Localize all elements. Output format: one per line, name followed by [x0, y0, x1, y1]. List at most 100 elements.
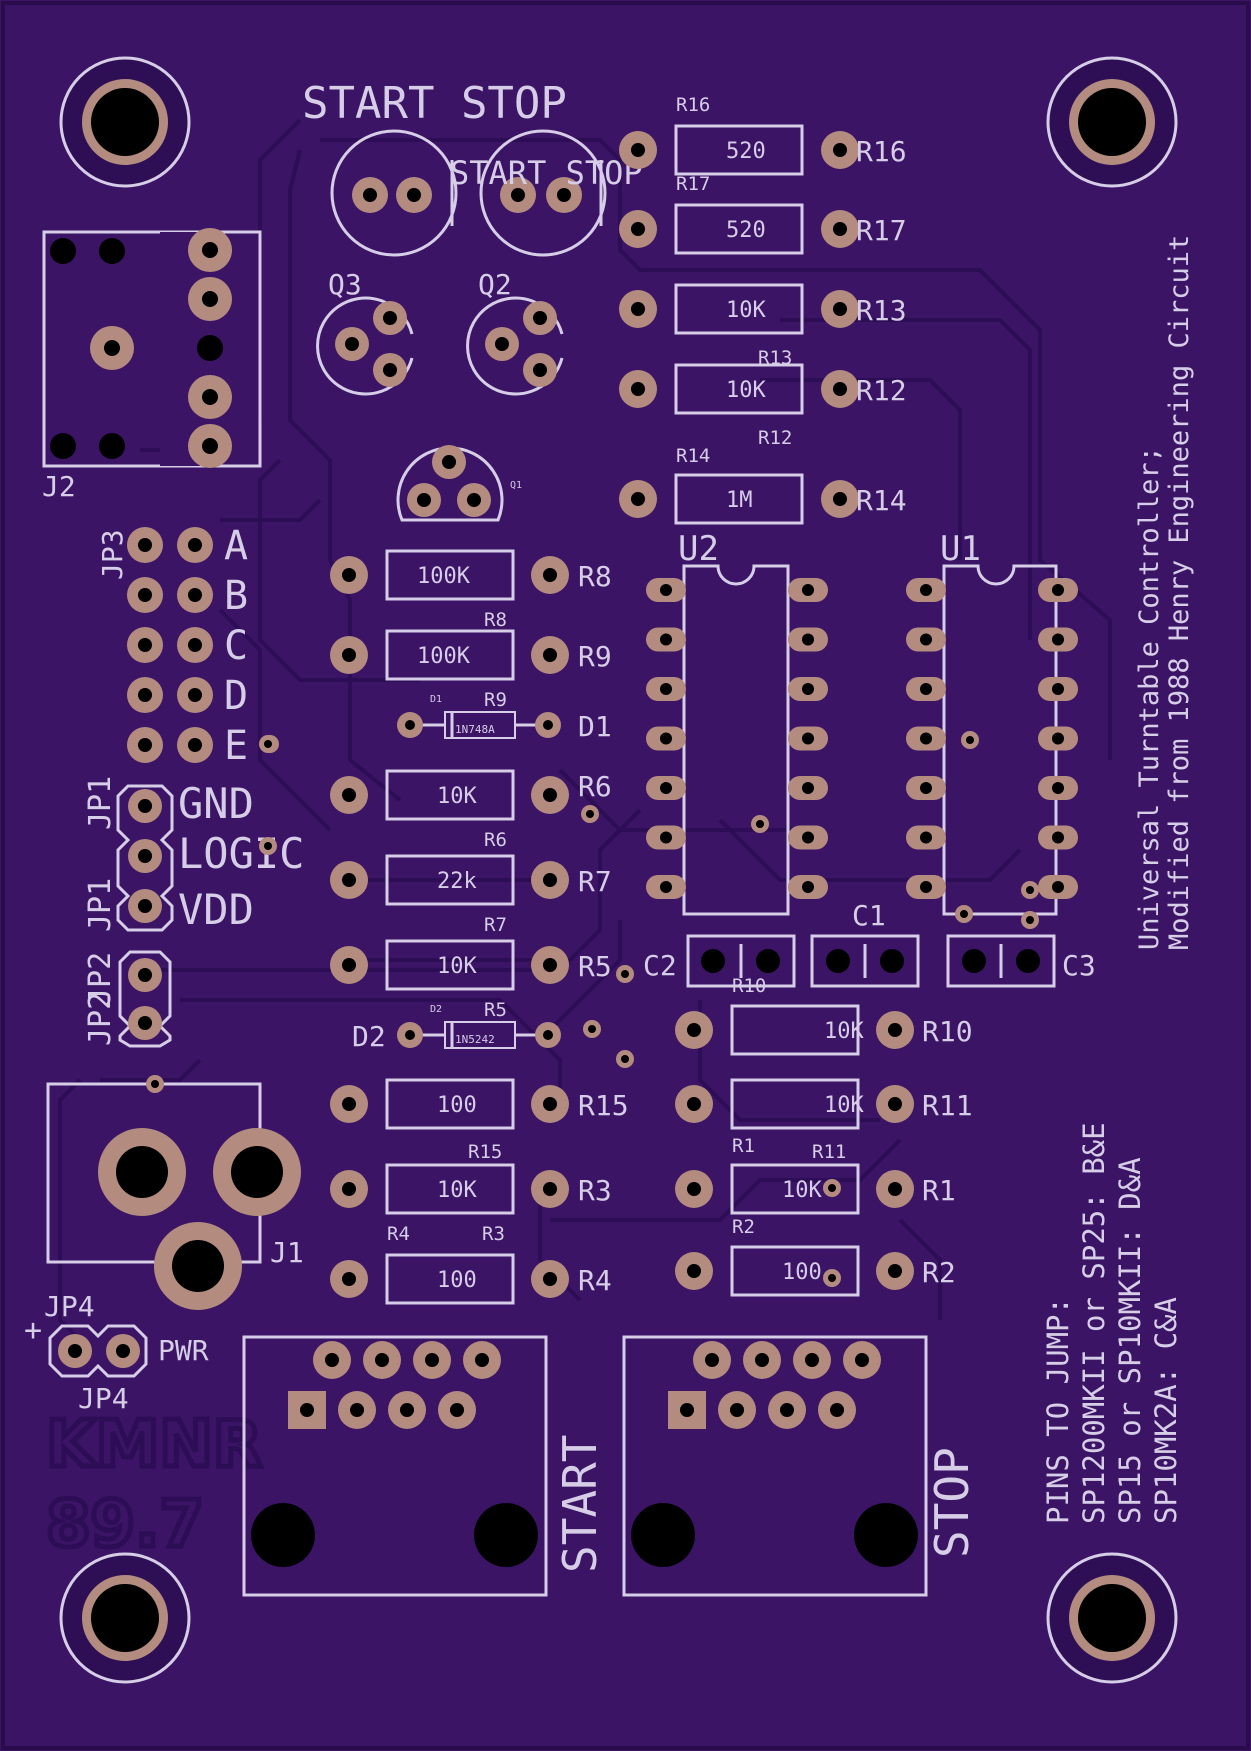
capacitor-c2: C2 — [643, 934, 796, 988]
connector-j2: J2 — [42, 228, 262, 503]
resistor-value: 10K — [824, 1019, 864, 1044]
capacitor-c1: C1 — [810, 899, 920, 988]
jumper-jp1: JP1 JP1 GND LOGIC VDD — [83, 776, 304, 934]
resistor-ref-label: R14 — [856, 484, 907, 517]
resistor-ref-label: R12 — [856, 374, 907, 407]
jp3-label: JP3 — [96, 529, 129, 580]
d1-value: 1N748A — [455, 723, 495, 736]
resistor-ref-label: R15 — [578, 1089, 629, 1122]
d2-label: D2 — [352, 1020, 386, 1053]
vias — [259, 731, 1039, 1287]
c1-label: C1 — [852, 899, 886, 932]
resistor-ref-label: R10 — [922, 1015, 973, 1048]
transistor-q2: Q2 — [466, 268, 564, 396]
resistor-value: 520 — [726, 139, 766, 164]
resistor-silk-ref: R8 — [484, 609, 507, 631]
resistor-silk-ref: R7 — [484, 914, 507, 936]
q2-label: Q2 — [478, 268, 512, 301]
resistor-value: 10K — [782, 1178, 822, 1203]
resistor-value: 22k — [437, 869, 477, 894]
logo-frequency: 89.7 — [46, 1488, 204, 1562]
jp3-pin-a: A — [224, 523, 248, 569]
q1-label: Q1 — [510, 480, 522, 491]
jp4-label-lower: JP4 — [78, 1382, 129, 1415]
capacitor-c3: C3 — [946, 934, 1096, 988]
jump-line-1: PINS TO JUMP: — [1041, 1297, 1075, 1524]
logo-kmnr: KMNR — [46, 1408, 262, 1482]
pwr-label: PWR — [158, 1334, 209, 1367]
resistor-ref-label: R7 — [578, 865, 612, 898]
transistor-q1: Q1 — [396, 445, 522, 522]
resistor-silk-ref: R5 — [484, 999, 507, 1021]
connector-j1: J1 — [46, 1075, 304, 1310]
resistor-ref-label: R16 — [856, 135, 907, 168]
jumper-jp2: JP2 JP2 — [83, 950, 172, 1048]
resistor-silk-ref: R2 — [732, 1216, 755, 1238]
title-line-1: Universal Turntable Controller; — [1134, 446, 1165, 950]
resistor-value: 100 — [437, 1093, 477, 1118]
resistor-ref-label: R17 — [856, 214, 907, 247]
resistor-silk-ref: R14 — [676, 445, 710, 467]
j2-label: J2 — [42, 470, 76, 503]
jp1-pin-vdd: VDD — [178, 885, 254, 934]
rj-connector-start: START — [242, 1335, 607, 1597]
c2-label: C2 — [643, 949, 677, 982]
resistor-value: 520 — [726, 218, 766, 243]
u2-label: U2 — [678, 529, 719, 569]
resistor-ref-label: R11 — [922, 1089, 973, 1122]
start-stop-label: START STOP — [302, 78, 567, 129]
jp1-label-lower: JP1 — [83, 878, 118, 932]
resistor-value: 10K — [824, 1093, 864, 1118]
led-stop — [479, 129, 607, 257]
jump-line-4: SP10MK2A: C&A — [1149, 1297, 1183, 1524]
resistor-silk-ref: R11 — [812, 1141, 846, 1163]
resistor-ref-label: R3 — [578, 1174, 612, 1207]
resistor-silk-ref: R9 — [484, 689, 507, 711]
resistor-silk-ref: R17 — [676, 173, 710, 195]
jump-instructions: PINS TO JUMP: SP1200MKII or SP25: B&E SP… — [1041, 1122, 1183, 1524]
ic-pin-pads — [646, 578, 1078, 899]
resistor-value: 100K — [417, 644, 471, 669]
jp1-pin-gnd: GND — [178, 779, 254, 828]
diode-d2: D2 1N5242 D2 — [352, 1004, 561, 1053]
resistor-value: 1M — [726, 488, 753, 513]
jp2-label: JP2 — [83, 952, 118, 1006]
board-title: Universal Turntable Controller; Modified… — [1134, 235, 1195, 950]
d2-silk-ref: D2 — [430, 1004, 442, 1015]
jp4-plus: + — [24, 1313, 42, 1348]
jump-line-2: SP1200MKII or SP25: B&E — [1077, 1122, 1111, 1524]
jp3-pin-e: E — [224, 723, 248, 769]
resistor-ref-label: R2 — [922, 1256, 956, 1289]
resistor-ref-label: R1 — [922, 1174, 956, 1207]
stop-connector-label: STOP — [925, 1447, 979, 1558]
rj-connector-stop: STOP — [622, 1335, 979, 1597]
resistor-silk-ref: R3 — [482, 1223, 505, 1245]
resistor-ref-label: R4 — [578, 1264, 612, 1297]
c3-label: C3 — [1062, 949, 1096, 982]
d1-silk-ref: D1 — [430, 694, 442, 705]
copper-traces — [58, 118, 1112, 1342]
resistor-value: 100K — [417, 564, 471, 589]
resistor-silk-ref: R1 — [732, 1135, 755, 1157]
jp3-pin-c: C — [224, 623, 248, 669]
jp2-label-lower: JP2 — [83, 992, 118, 1046]
start-stop-small-label: START STOP — [450, 154, 643, 192]
resistor-ref-label: R13 — [856, 294, 907, 327]
resistor-value: 100 — [437, 1268, 477, 1293]
resistor-value: 10K — [726, 298, 766, 323]
resistor-silk-ref: R15 — [468, 1141, 502, 1163]
resistor-silk-ref: R4 — [387, 1223, 410, 1245]
